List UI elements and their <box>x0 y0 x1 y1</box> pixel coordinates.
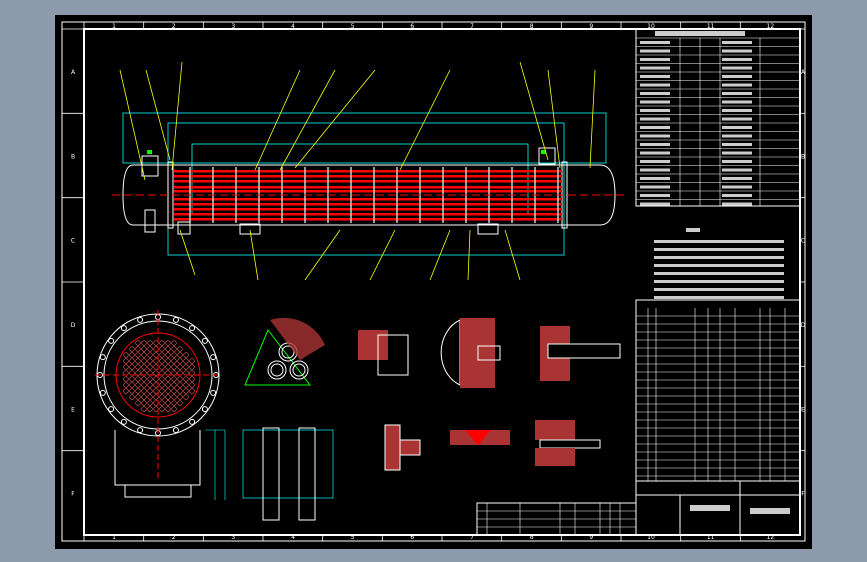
grid-column-label: 9 <box>589 23 593 30</box>
nozzle-bottom-2 <box>177 221 191 235</box>
weld-detail-4 <box>450 430 510 445</box>
tube-layout-detail <box>244 317 325 386</box>
grid-column-label: 7 <box>470 534 474 541</box>
grid-column-label: 8 <box>530 534 534 541</box>
weld-detail-1 <box>358 330 409 376</box>
grid-row-label: A <box>71 69 76 76</box>
nozzle-top-right <box>538 147 556 165</box>
grid-column-label: 3 <box>231 23 235 30</box>
grid-column-label: 1 <box>112 23 116 30</box>
grid-row-label: A <box>801 69 806 76</box>
grid-column-label: 5 <box>351 534 355 541</box>
shell-outline <box>122 164 616 226</box>
grid-row-label: B <box>71 153 75 160</box>
grid-row-label: B <box>801 153 805 160</box>
grid-column-label: 1 <box>112 534 116 541</box>
grid-row-label: E <box>71 406 75 413</box>
design-data-table <box>635 28 801 536</box>
grid-column-label: 6 <box>410 23 414 30</box>
weld-detail-2 <box>440 318 501 388</box>
grid-column-label: 8 <box>530 23 534 30</box>
grid-row-label: C <box>71 238 75 245</box>
grid-column-label: 2 <box>172 534 176 541</box>
grid-column-label: 12 <box>767 534 775 541</box>
grid-row-label: F <box>801 491 805 498</box>
leader-lines <box>119 61 596 281</box>
tubesheet-view <box>95 310 226 500</box>
grid-column-label: 3 <box>231 534 235 541</box>
grid-row-label: D <box>801 322 806 329</box>
saddle-support-right <box>477 223 499 235</box>
grid-column-label: 5 <box>351 23 355 30</box>
grid-row-label: D <box>71 322 76 329</box>
grid-row-label: E <box>801 406 805 413</box>
bolt-detail <box>535 420 601 466</box>
grid-column-label: 6 <box>410 534 414 541</box>
grid-column-label: 11 <box>707 534 715 541</box>
nozzle-marker <box>541 150 546 154</box>
grid-column-label: 10 <box>647 23 655 30</box>
nozzle-section-detail <box>540 326 621 381</box>
tube-bundle <box>174 170 562 221</box>
grid-column-label: 12 <box>767 23 775 30</box>
nozzle-bottom-left <box>144 209 156 233</box>
outer-border <box>61 21 806 542</box>
revision-table <box>476 502 637 536</box>
grid-row-label: F <box>71 491 75 498</box>
grid-column-label: 9 <box>589 534 593 541</box>
grid-labels-left: A B C D E F <box>62 28 84 498</box>
grid-column-label: 4 <box>291 534 295 541</box>
section-view <box>242 427 334 521</box>
saddle-support-left <box>239 223 261 235</box>
grid-row-label: C <box>801 238 805 245</box>
grid-column-label: 7 <box>470 23 474 30</box>
grid-labels-right: A B C D E F <box>800 28 806 498</box>
dimension-frame-outer <box>122 112 607 164</box>
weld-detail-3 <box>384 424 421 471</box>
grid-column-label: 11 <box>707 23 715 30</box>
grid-column-label: 2 <box>172 23 176 30</box>
heat-exchanger-elevation <box>112 61 625 281</box>
nozzle-marker <box>147 150 152 154</box>
grid-column-label: 4 <box>291 23 295 30</box>
grid-column-label: 10 <box>647 534 655 541</box>
